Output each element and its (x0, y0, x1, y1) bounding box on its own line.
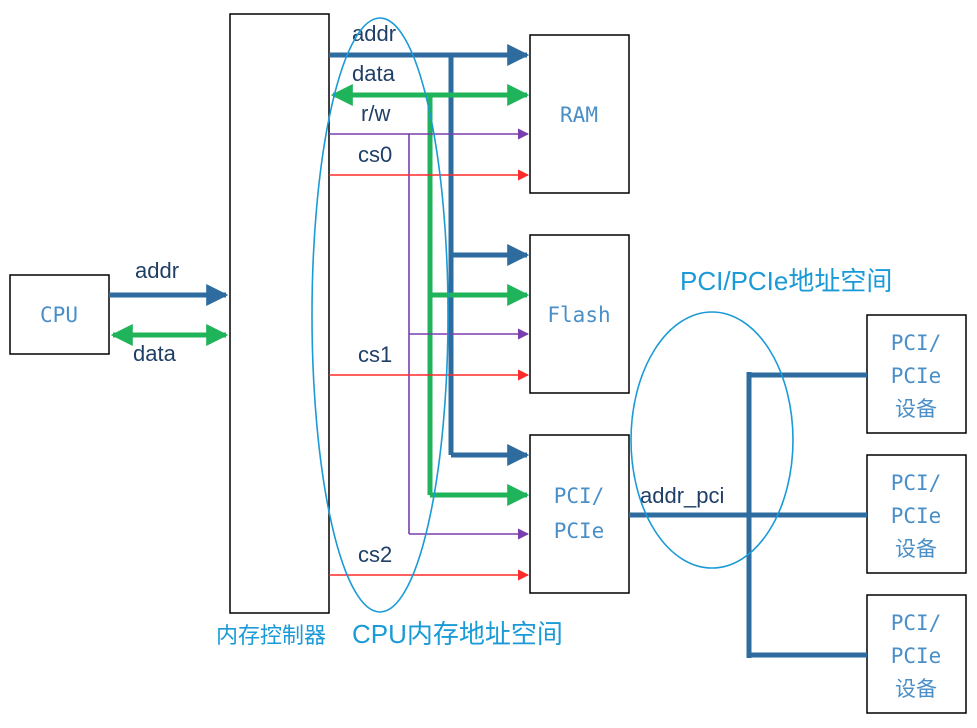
cpu-address-space-ellipse (311, 17, 449, 613)
memory-controller-block (229, 13, 330, 614)
memory-controller-caption: 内存控制器 (216, 624, 326, 649)
pcie-bridge-line-1: PCI/ (554, 484, 605, 508)
pci-device-1: PCI/ PCIe 设备 (866, 314, 967, 434)
address-bus (329, 43, 530, 467)
pci-device-2-line-2: PCIe (891, 504, 942, 528)
ram-label: RAM (560, 103, 598, 127)
pci-address-space-ellipse (630, 311, 794, 569)
ram-block: RAM (529, 34, 630, 194)
pci-bus (629, 372, 867, 658)
pci-device-3-line-1: PCI/ (891, 611, 942, 635)
rw-label: r/w (361, 101, 390, 126)
pci-address-space-caption: PCI/PCIe地址空间 (680, 266, 892, 296)
pci-device-2-line-1: PCI/ (891, 471, 942, 495)
pci-device-3-line-3: 设备 (895, 677, 937, 701)
cpu-address-space-caption: CPU内存地址空间 (352, 619, 563, 649)
cpu-label: CPU (40, 303, 78, 327)
cs0-label: cs0 (358, 142, 392, 167)
pci-device-1-line-1: PCI/ (891, 331, 942, 355)
cs2-label: cs2 (358, 542, 392, 567)
pci-device-1-line-2: PCIe (891, 364, 942, 388)
cpu-addr-label: addr (135, 258, 179, 283)
data-bus (330, 83, 530, 507)
pci-device-1-line-3: 设备 (895, 397, 937, 421)
addr-pci-label: addr_pci (640, 483, 724, 508)
cs1-label: cs1 (358, 342, 392, 367)
pcie-bridge-block: PCI/ PCIe (529, 434, 630, 594)
rw-line (329, 128, 530, 540)
pci-device-3: PCI/ PCIe 设备 (866, 594, 967, 714)
cpu-data-label: data (133, 341, 177, 366)
data-label: data (352, 61, 396, 86)
pci-device-2: PCI/ PCIe 设备 (866, 454, 967, 574)
pci-device-3-line-2: PCIe (891, 644, 942, 668)
addr-label: addr (352, 21, 396, 46)
flash-label: Flash (547, 303, 610, 327)
pcie-bridge-line-2: PCIe (554, 519, 605, 543)
cpu-block: CPU (9, 274, 110, 355)
flash-block: Flash (529, 234, 630, 394)
pci-device-2-line-3: 设备 (895, 537, 937, 561)
